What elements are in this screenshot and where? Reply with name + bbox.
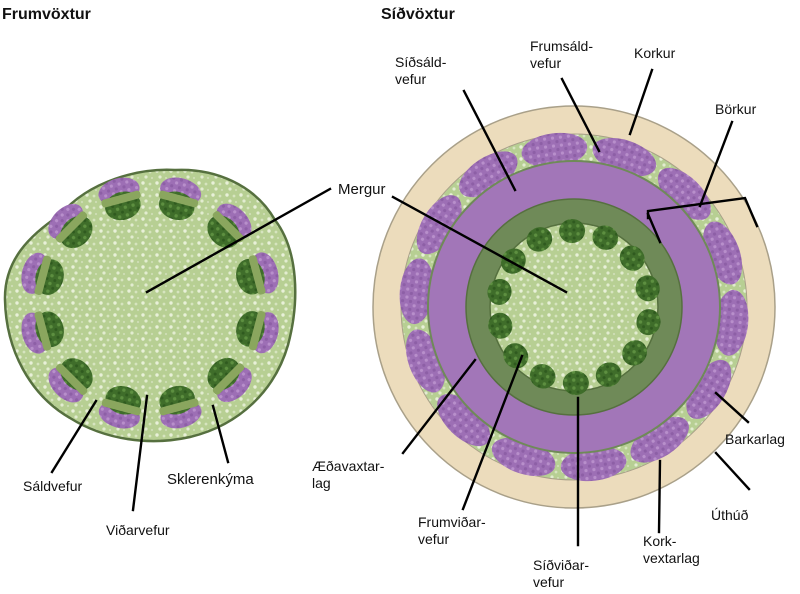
primary-xylem-patch [529, 364, 556, 389]
vascular-bundle [98, 385, 142, 429]
label-sidsaldvefur-line2: vefur [395, 71, 426, 87]
xylem-patch [207, 215, 240, 248]
leader-uthud [714, 451, 751, 491]
label-sklerenkyma: Sklerenkýma [167, 471, 254, 488]
primary-xylem-patch [526, 227, 553, 252]
leader-lines [50, 68, 759, 547]
leader-frumvidarvefur [461, 354, 524, 511]
vascular-bundle [21, 311, 64, 354]
vascular-bundle [236, 252, 279, 295]
vascular-bundle [159, 385, 202, 429]
vascular-bundle [236, 310, 279, 354]
label-borkur: Börkur [715, 101, 757, 117]
sclerenchyma-band [55, 363, 88, 395]
primary-xylem-patch [487, 278, 512, 305]
leader-mergur-right [391, 195, 568, 294]
sclerenchyma-band [248, 310, 266, 351]
vascular-bundles [21, 177, 279, 429]
primary-xylem-patch [636, 309, 661, 336]
vascular-bundle [21, 252, 64, 296]
primary-phloem-patch [713, 289, 749, 356]
leader-vidarvefur [131, 394, 149, 512]
sclerenchyma-band [212, 363, 245, 395]
primary-xylem-patch [622, 340, 647, 366]
primary-xylem-patch [619, 245, 645, 271]
leader-borkur-stem [646, 212, 662, 244]
sclerenchyma-band [101, 398, 142, 416]
primary-xylem-patch [635, 275, 660, 302]
leader-sklerenkyma [211, 404, 230, 464]
sclerenchyma-band [34, 255, 52, 296]
sclerenchyma-band [34, 311, 52, 351]
label-sidsaldvefur-line1: Síðsáld- [395, 54, 447, 70]
leader-korkur [628, 68, 654, 136]
label-sidvidarvefur-line1: Síðviðar- [533, 557, 589, 573]
label-saldvefur: Sáldvefur [23, 478, 82, 494]
vascular-bundle [207, 357, 252, 403]
label-vidarvefur: Viðarvefur [106, 522, 170, 538]
secondary-stem-cross-section [372, 105, 776, 509]
leader-sidsaldvefur [462, 89, 517, 192]
right-title: Síðvöxtur [381, 6, 455, 23]
sclerenchyma-band [101, 190, 141, 208]
primary-xylem-patches [487, 218, 661, 396]
sclerenchyma-band [159, 398, 199, 416]
vascular-bundle [207, 203, 252, 248]
sclerenchyma-band [212, 211, 245, 243]
primary-xylem-patch [488, 312, 513, 339]
label-frumsaldvefur-line1: Frumsáld- [530, 38, 593, 54]
leader-frumsaldvefur [560, 77, 601, 153]
label-barkarlag: Barkarlag [725, 431, 785, 447]
xylem-patch [60, 358, 93, 391]
sclerenchyma-band [158, 190, 199, 208]
leader-borkur-top [698, 120, 734, 208]
leader-saldvefur [50, 399, 98, 474]
primary-phloem-patch [399, 258, 435, 325]
label-korkvextarlag-line1: Kork- [643, 533, 677, 549]
primary-phloem-patch [657, 167, 711, 220]
label-aedavaxtarlag-line2: lag [312, 475, 331, 491]
leader-aedavaxtarlag [401, 358, 477, 455]
xylem-patch [60, 215, 93, 249]
primary-phloem-patch [459, 151, 518, 198]
primary-xylem-patch [592, 225, 619, 250]
vascular-bundle [48, 203, 93, 249]
label-korkvextarlag-line2: vextarlag [643, 550, 700, 566]
sclerenchyma-band [55, 211, 88, 243]
primary-xylem-patch [503, 343, 529, 369]
vascular-bundle [48, 358, 93, 403]
primary-phloem-patch [686, 359, 732, 419]
label-uthud: Úthúð [711, 507, 749, 523]
primary-phloem-patch [437, 394, 491, 447]
label-frumsaldvefur-line2: vefur [530, 55, 561, 71]
primary-xylem-patch [595, 362, 622, 387]
primary-stem-cross-section [3, 168, 297, 443]
primary-phloem-patch [416, 195, 462, 255]
label-frumvidarvefur-line1: Frumviðar- [418, 514, 486, 530]
primary-xylem-patch [562, 370, 589, 396]
xylem-patch [207, 357, 240, 391]
label-sidvidarvefur-line2: vefur [533, 574, 564, 590]
left-title: Frumvöxtur [2, 6, 91, 23]
primary-phloem-patch [630, 416, 689, 463]
leader-korkvextarlag [657, 459, 662, 534]
label-mergur: Mergur [338, 181, 386, 198]
sclerenchyma-band [248, 255, 266, 295]
primary-xylem-patch [559, 218, 586, 244]
leader-mergur-left [145, 187, 332, 294]
vascular-bundle [158, 177, 202, 221]
leader-barkarlag [714, 391, 750, 424]
label-frumvidarvefur-line2: vefur [418, 531, 449, 547]
primary-phloem-patch [521, 132, 588, 168]
vascular-bundle [98, 177, 141, 221]
label-aedavaxtarlag-line1: Æðavaxtar- [312, 458, 385, 474]
label-korkur: Korkur [634, 45, 676, 61]
primary-stem-outline [3, 168, 297, 443]
